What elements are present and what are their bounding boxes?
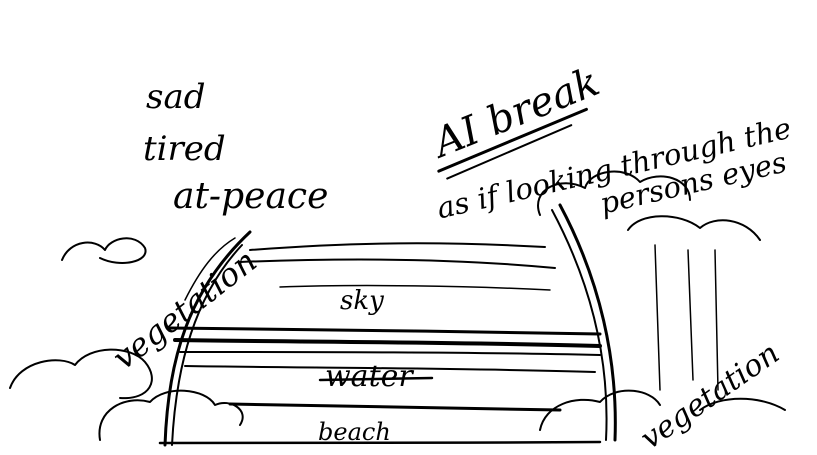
left-cloud-scribble-1 xyxy=(62,238,146,263)
right-trunk-1 xyxy=(655,245,660,390)
sky-line-3 xyxy=(280,286,550,290)
mood-word-at-peace: at-peace xyxy=(173,176,328,217)
right-vegetation xyxy=(538,172,785,430)
sky-lines xyxy=(240,243,555,290)
mood-word-sad: sad xyxy=(146,77,205,117)
water-label: water xyxy=(325,359,414,394)
horizon-line-1 xyxy=(170,328,600,334)
right-trunk-2 xyxy=(688,250,693,380)
vegetation-right-label: vegetation xyxy=(634,336,786,455)
mood-words: sad tired at-peace xyxy=(143,77,328,217)
beach-line-1 xyxy=(230,404,560,410)
mood-word-tired: tired xyxy=(143,129,226,169)
horizon-line-2 xyxy=(175,340,600,346)
beach-label: beach xyxy=(318,418,391,446)
right-tree-cloud-2 xyxy=(628,216,760,240)
sky-line-1 xyxy=(250,243,545,250)
sky-line-2 xyxy=(240,260,555,268)
horizon-line-3 xyxy=(180,352,600,355)
sky-label: sky xyxy=(340,286,384,316)
